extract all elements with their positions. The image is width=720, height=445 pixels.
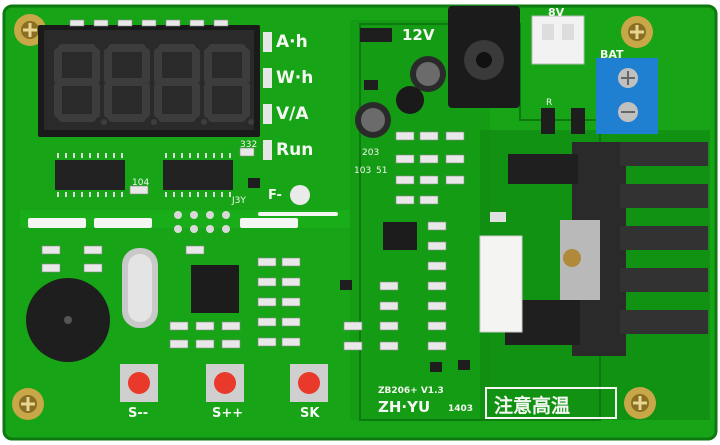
to92-transistor bbox=[396, 86, 424, 114]
test-pads bbox=[174, 185, 310, 233]
warning-text: 注意高温 bbox=[494, 395, 571, 417]
mode-label-wh: W·h bbox=[276, 68, 314, 88]
battery-label: BAT bbox=[600, 48, 624, 61]
marking-203: 203 bbox=[362, 148, 380, 158]
marking-332: 332 bbox=[240, 140, 258, 150]
mount-hole-bl bbox=[12, 388, 44, 420]
brand-label: ZH·YU bbox=[378, 398, 431, 416]
white-jst-connector bbox=[531, 15, 585, 65]
fan-label: F- bbox=[268, 188, 282, 203]
marking-51: 51 bbox=[376, 166, 388, 176]
button-s-plus[interactable] bbox=[206, 364, 244, 402]
power-mosfet bbox=[560, 220, 600, 300]
marking-104: 104 bbox=[132, 178, 150, 188]
electrolytic-capacitor-2 bbox=[355, 102, 391, 138]
driver-ic-left bbox=[55, 160, 125, 190]
connector-label: 8V bbox=[548, 6, 565, 19]
silkscreen-bars bbox=[28, 212, 338, 228]
smd-resistors bbox=[41, 19, 465, 351]
marking-r: R bbox=[546, 98, 553, 108]
opamp-ic bbox=[383, 222, 417, 250]
diode bbox=[360, 28, 392, 42]
button-sk[interactable] bbox=[290, 364, 328, 402]
button-label-sk: SK bbox=[300, 406, 320, 421]
battery-terminal-block bbox=[596, 58, 658, 134]
power-label: 12V bbox=[402, 26, 435, 44]
smd-transistors bbox=[248, 80, 585, 372]
mode-label-va: V/A bbox=[276, 104, 309, 124]
buzzer bbox=[26, 278, 110, 362]
mode-leds bbox=[263, 32, 272, 160]
marking-103: 103 bbox=[354, 166, 372, 176]
marking-j3y: J3Y bbox=[232, 196, 246, 206]
mode-label-ah: A·h bbox=[276, 32, 308, 52]
button-s-minus[interactable] bbox=[120, 364, 158, 402]
microcontroller bbox=[191, 265, 239, 313]
ceramic-power-resistor bbox=[479, 235, 523, 333]
date-code-label: 1403 bbox=[448, 404, 474, 414]
seven-segment-display bbox=[38, 25, 260, 137]
electrolytic-capacitor-1 bbox=[410, 56, 446, 92]
crystal-oscillator bbox=[122, 248, 158, 328]
dc-power-jack bbox=[448, 6, 520, 108]
warning-box bbox=[485, 387, 617, 419]
button-label-s-minus: S-- bbox=[128, 406, 149, 421]
mount-hole-br bbox=[624, 387, 656, 419]
driver-ic-right bbox=[163, 160, 233, 190]
button-label-s-plus: S++ bbox=[212, 406, 244, 421]
revision-label: ZB206+ V1.3 bbox=[378, 386, 444, 396]
mode-label-run: Run bbox=[276, 140, 314, 160]
mount-hole-tr bbox=[621, 16, 653, 48]
